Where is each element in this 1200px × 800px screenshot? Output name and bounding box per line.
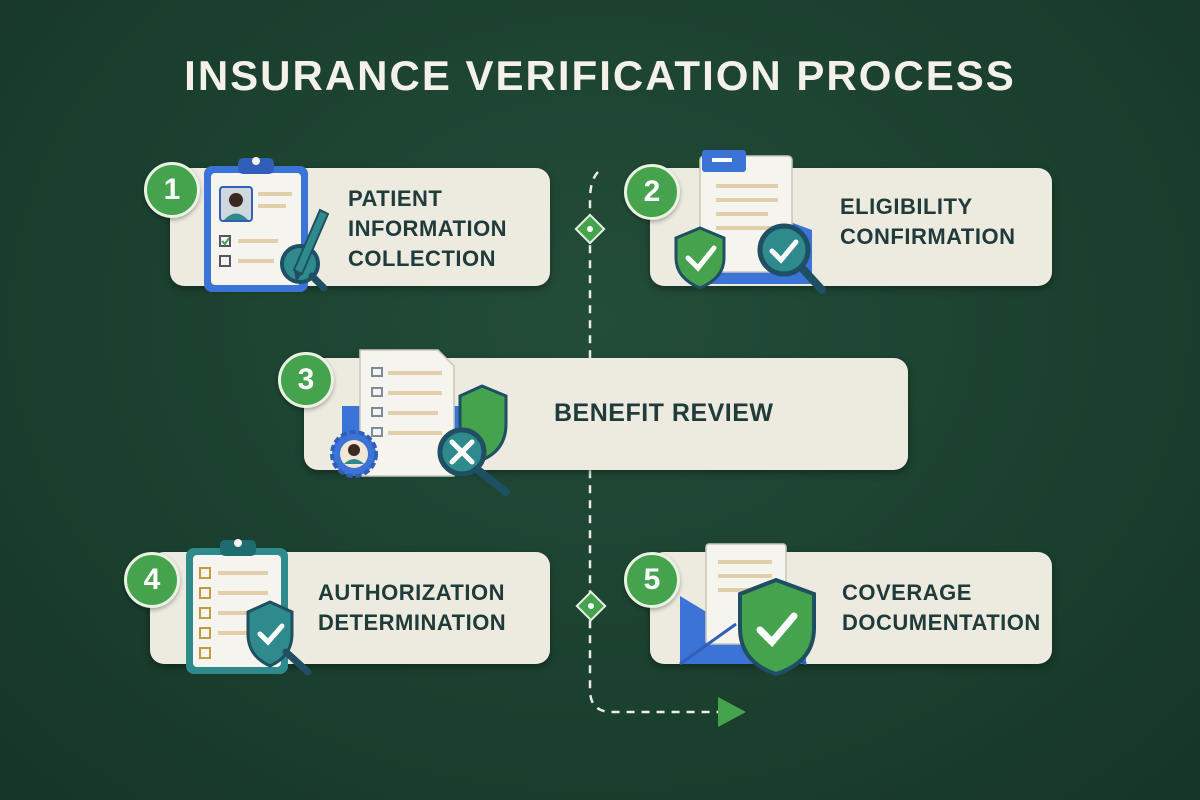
step-2-label-line1: ELIGIBILITY (840, 194, 973, 219)
document-review-icon (330, 349, 510, 496)
step-1-label-line2: INFORMATION (348, 216, 508, 241)
step-2-badge: 2 (624, 164, 680, 220)
clipboard-patient-icon (204, 157, 330, 292)
document-shield-check-icon (674, 150, 826, 294)
connector-arrowhead (718, 697, 746, 727)
step-2-label-line2: CONFIRMATION (840, 224, 1016, 249)
step-5-badge: 5 (624, 552, 680, 608)
step-2-label: ELIGIBILITY CONFIRMATION (840, 192, 1015, 252)
step-5-label: COVERAGE DOCUMENTATION (842, 578, 1041, 638)
step-1-label: PATIENT INFORMATION COLLECTION (348, 184, 507, 274)
step-4-label: AUTHORIZATION DETERMINATION (318, 578, 506, 638)
connector-diamond-top (574, 213, 606, 245)
step-1-label-line3: COLLECTION (348, 246, 496, 271)
step-4-label-line2: DETERMINATION (318, 610, 507, 635)
connector-diamond-bottom (575, 590, 607, 622)
step-3-badge: 3 (278, 352, 334, 408)
step-5-label-line1: COVERAGE (842, 580, 972, 605)
step-5-label-line2: DOCUMENTATION (842, 610, 1041, 635)
clipboard-checklist-icon (186, 539, 312, 676)
page-title: INSURANCE VERIFICATION PROCESS (184, 52, 1016, 99)
step-4-badge: 4 (124, 552, 180, 608)
step-4-label-line1: AUTHORIZATION (318, 580, 505, 605)
envelope-shield-check-icon (679, 543, 816, 677)
step-1-badge: 1 (144, 162, 200, 218)
step-1-label-line1: PATIENT (348, 186, 443, 211)
step-3-label: BENEFIT REVIEW (554, 399, 774, 427)
